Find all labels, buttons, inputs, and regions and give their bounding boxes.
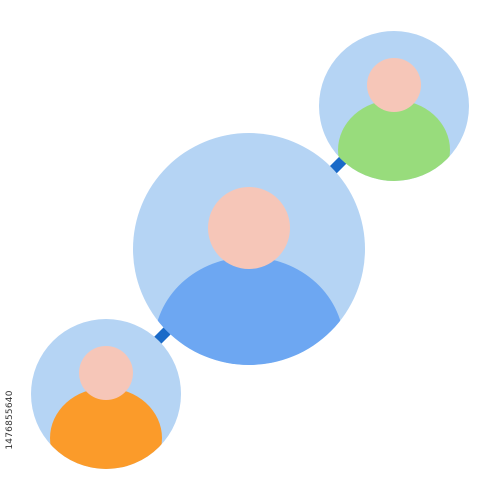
stock-id-label: 1476855640 bbox=[5, 390, 15, 450]
person-head-bottom-left bbox=[79, 346, 133, 400]
person-body-center bbox=[154, 257, 344, 365]
person-node-bottom-left bbox=[31, 319, 181, 469]
person-head-center bbox=[208, 187, 290, 269]
person-head-top-right bbox=[367, 58, 421, 112]
person-node-top-right bbox=[319, 31, 469, 181]
person-body-bottom-left bbox=[50, 388, 162, 469]
person-node-center bbox=[133, 133, 365, 365]
person-body-top-right bbox=[338, 100, 450, 181]
